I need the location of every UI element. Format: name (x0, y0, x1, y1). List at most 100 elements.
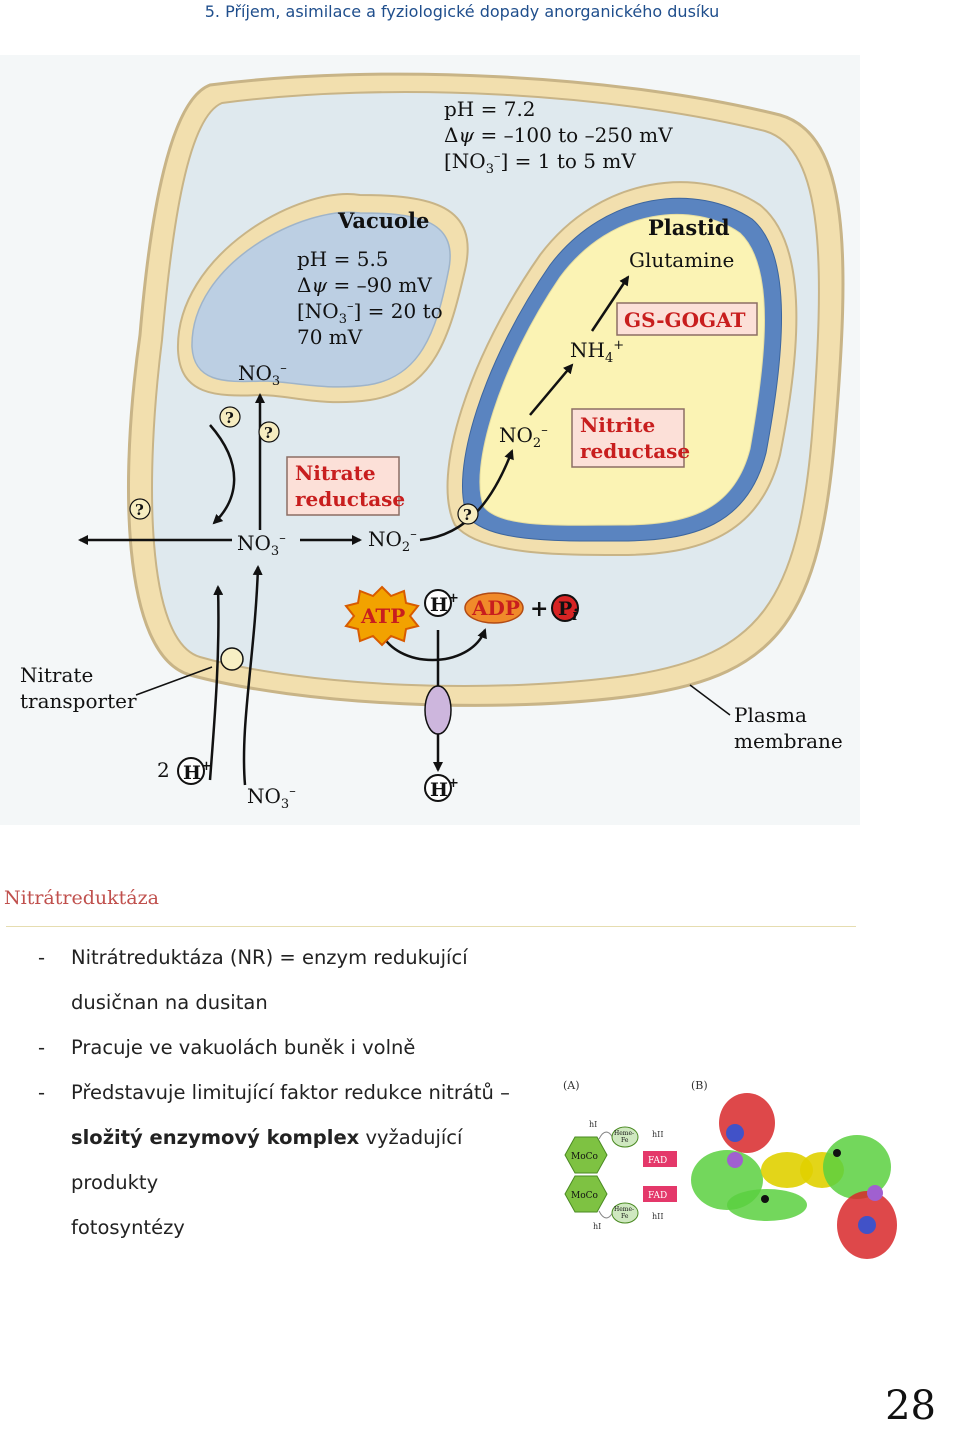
moco-domain-top (564, 1136, 608, 1174)
adp-oval (464, 592, 524, 624)
plastid-ammonium-ion: NH4+ (570, 338, 624, 366)
vacuole-nitrate-concentration-line2: 70 mV (297, 325, 363, 349)
proton-external-uptake-label: H+ (183, 759, 212, 784)
heme-domain-top (611, 1126, 639, 1148)
adp-label: ADP (471, 596, 520, 620)
nitrate-assimilation-diagram: pH = 7.2 Δψ = –100 to –250 mV [NO3–] = 1… (0, 55, 860, 825)
bullet-text-continued: vyžadující produkty (71, 1126, 463, 1194)
cytosol-nitrite-ion: NO2– (368, 527, 417, 555)
bullet-item: - Představuje limitující faktor redukce n… (0, 1070, 540, 1250)
moco-label-top: MoCo (571, 1152, 598, 1162)
bullet-item: - Pracuje ve vakuolách buněk i volně (0, 1025, 540, 1070)
linker-bottom (598, 1210, 614, 1219)
cytosol-ph: pH = 7.2 (444, 97, 536, 121)
plastid-stroma (479, 213, 765, 526)
linker-top (598, 1131, 614, 1140)
cytosol-nitrate-concentration: [NO3–] = 1 to 5 mV (444, 149, 636, 177)
arrow-ammonium-to-glutamine (590, 275, 630, 332)
protein-ribbon-model (691, 1093, 897, 1259)
arrow-nitrate-into-vacuole (209, 424, 236, 525)
moco-domain-bottom (564, 1175, 608, 1213)
running-header: 5. Příjem, asimilace a fyziologické dopa… (204, 2, 720, 21)
nitrite-reductase-line2: reductase (580, 439, 690, 463)
arrow-nitrate-uptake-right (242, 565, 263, 786)
phosphate-ball (551, 594, 579, 622)
adp-plus: + (530, 596, 548, 622)
bullet-text: Představuje limitující faktor redukce ni… (71, 1081, 510, 1104)
plastid-nitrite-ion: NO2– (499, 423, 548, 451)
vacuole-ph: pH = 5.5 (297, 247, 389, 271)
arrow-nitrate-uptake-left (208, 585, 224, 781)
bullet-dash: - (38, 1081, 46, 1104)
hinge-hi-top: hI (589, 1120, 597, 1129)
nitrate-reductase-structure-figure: (A) (B) MoCo MoCo hI hI Heme- Fe Heme- F… (563, 1079, 897, 1259)
bullet-text-tail: fotosyntézy (71, 1216, 185, 1239)
atp-burst (344, 585, 420, 647)
heme-label-top-line2: Fe (621, 1137, 629, 1144)
nitrate-transporter-leader (135, 666, 213, 696)
heme-domain-bottom (611, 1202, 639, 1224)
panel-b-label: (B) (691, 1079, 708, 1092)
svg-text:?: ? (264, 424, 273, 442)
vacuole-lumen (191, 211, 451, 388)
svg-text:?: ? (135, 501, 144, 519)
nitrite-reductase-box (571, 408, 685, 468)
nitrate-reductase-box (286, 456, 400, 516)
proton-atp-side-label: H+ (430, 591, 459, 616)
proton-external-pumped-label: H+ (430, 776, 459, 801)
heme-label-bottom-line2: Fe (621, 1213, 629, 1220)
bullet-list: - Nitrátreduktáza (NR) = enzym redukující… (0, 935, 540, 1250)
vacuole-potential: Δψ = –90 mV (297, 273, 432, 297)
fad-label-top: FAD (648, 1156, 667, 1166)
fad-domain-bottom (643, 1186, 677, 1202)
vacuole-nitrate-concentration: [NO3–] = 20 to (297, 299, 443, 327)
nitrate-transporter-label-line2: transporter (20, 689, 137, 713)
arrow-nitrite-into-plastid (419, 449, 514, 542)
section-title: Nitrátreduktáza (4, 887, 159, 909)
hinge-hii-top: hII (652, 1130, 663, 1139)
fad-label-bottom: FAD (648, 1191, 667, 1201)
proton-external-uptake (177, 757, 205, 785)
plasma-membrane-leader (689, 684, 731, 716)
unknown-carrier-marks: ? ? ? ? (129, 406, 479, 525)
proton-external-pumped (424, 774, 452, 802)
vacuole-title: Vacuole (337, 208, 429, 233)
nitrite-reductase-line1: Nitrite (580, 413, 655, 437)
plasma-membrane-label-line1: Plasma (734, 703, 807, 727)
fad-domain-top (643, 1151, 677, 1167)
nitrate-transporter-channel (220, 647, 244, 671)
page-number: 28 (885, 1383, 936, 1429)
panel-a-label: (A) (563, 1079, 580, 1092)
phosphate-label: Pi (558, 598, 578, 624)
gs-gogat-label: GS-GOGAT (624, 308, 746, 332)
nitrate-reductase-line2: reductase (295, 487, 405, 511)
hinge-hi-bottom: hI (593, 1222, 601, 1231)
bullet-bold-text: složitý enzymový komplex (71, 1126, 360, 1149)
moco-label-bottom: MoCo (571, 1191, 598, 1201)
heme-label-bottom-line1: Heme- (614, 1206, 634, 1213)
proton-atp-side (424, 589, 452, 617)
bullet-text: Pracuje ve vakuolách buněk i volně (71, 1036, 416, 1059)
proton-pump-channel (424, 685, 452, 735)
bullet-text: Nitrátreduktáza (NR) = enzym redukující … (71, 946, 468, 1014)
proton-count: 2 (157, 758, 170, 782)
arrow-proton-pump-cycle (378, 628, 487, 662)
vacuole-nitrate-ion: NO3– (238, 361, 287, 389)
bullet-item: - Nitrátreduktáza (NR) = enzym redukující… (0, 935, 540, 1025)
cytosol-nitrate-ion: NO3– (237, 531, 286, 559)
bullet-dash: - (38, 1036, 46, 1059)
heme-label-top-line1: Heme- (614, 1130, 634, 1137)
nitrate-reductase-line1: Nitrate (295, 461, 376, 485)
svg-text:?: ? (225, 409, 234, 427)
cytosol-potential: Δψ = –100 to –250 mV (444, 123, 673, 147)
plastid-title: Plastid (648, 215, 730, 240)
arrow-nitrite-to-ammonium (529, 363, 574, 416)
bullet-dash: - (38, 946, 46, 969)
svg-text:?: ? (463, 506, 472, 524)
atp-label: ATP (360, 604, 405, 628)
external-nitrate-ion: NO3– (247, 784, 296, 812)
gs-gogat-box (616, 302, 758, 336)
nitrate-transporter-label-line1: Nitrate (20, 663, 93, 687)
plastid-glutamine: Glutamine (629, 248, 734, 272)
hinge-hii-bottom: hII (652, 1212, 663, 1221)
